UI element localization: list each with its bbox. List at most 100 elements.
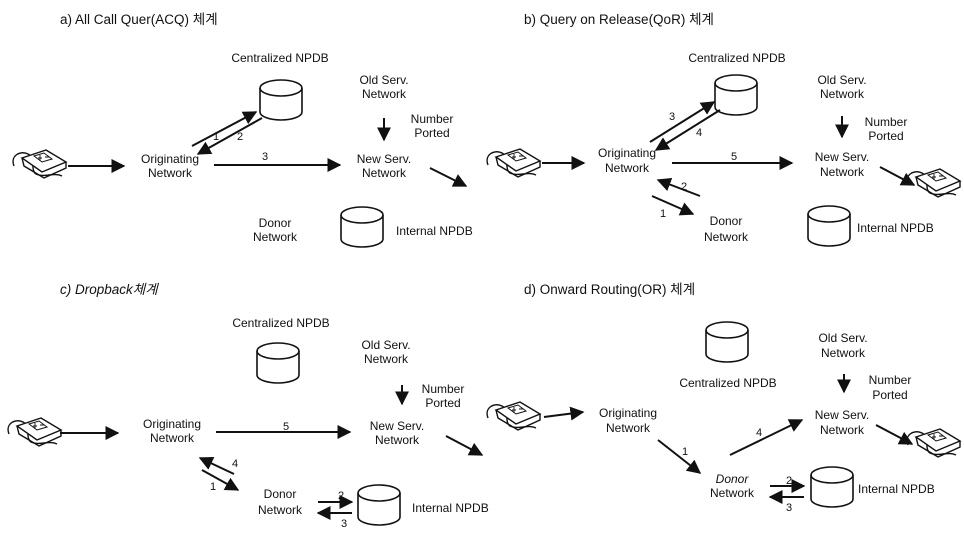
arrow-new-serv-out: [429, 167, 468, 187]
step-label-3: 3: [786, 502, 792, 514]
step-label-4: 4: [696, 127, 702, 139]
originating-network-label-line2: Network: [606, 421, 651, 435]
number-ported-label-line2: Ported: [868, 129, 903, 143]
step-label-2: 2: [237, 131, 243, 143]
internal-npdb-icon: [810, 466, 854, 508]
number-ported-label-line2: Ported: [872, 388, 907, 402]
step-label-1: 1: [682, 446, 688, 458]
new-serv-network-label-line1: New Serv.: [370, 419, 424, 433]
arrow-step-1: [191, 111, 258, 147]
centralized-npdb-icon: [256, 342, 300, 384]
new-serv-network-label-line2: Network: [362, 166, 407, 180]
centralized-npdb-label: Centralized NPDB: [232, 316, 329, 330]
telephone-icon: [12, 149, 67, 179]
arrow-step-2: [196, 117, 263, 155]
centralized-npdb-icon: [714, 74, 758, 116]
arrow-step-1: [651, 195, 695, 216]
arrow-step-1: [201, 469, 240, 491]
donor-network-label-line2: Network: [253, 230, 298, 244]
number-ported-label-line2: Ported: [414, 126, 449, 140]
new-serv-network-label-line2: Network: [820, 423, 865, 437]
arrow-new-serv-to-phone: [875, 424, 914, 445]
arrow-step-1: [657, 439, 702, 474]
arrow-step-2: [656, 177, 701, 197]
panel-c-title: c) Dropback체계: [60, 282, 159, 297]
originating-network-label-line2: Network: [148, 166, 193, 180]
panel-c: c) Dropback체계 Originating Network Centra…: [7, 282, 489, 530]
arrow-step-4: [654, 109, 721, 151]
number-ported-label-line1: Number: [411, 112, 454, 126]
donor-network-label-line2: Network: [258, 503, 303, 517]
arrow-step-4: [198, 457, 235, 475]
step-label-5: 5: [731, 151, 737, 163]
donor-network-label-line1: Donor: [710, 214, 743, 228]
step-label-2: 2: [786, 475, 792, 487]
number-ported-label-line2: Ported: [425, 396, 460, 410]
originating-network-label-line2: Network: [150, 431, 195, 445]
old-serv-network-label-line1: Old Serv.: [361, 338, 410, 352]
internal-npdb-icon: [340, 206, 384, 248]
new-serv-network-label-line2: Network: [375, 433, 420, 447]
step-label-3: 3: [341, 518, 347, 530]
arrow-step-3: [649, 101, 716, 143]
old-serv-network-label-line2: Network: [362, 87, 407, 101]
originating-network-label-line1: Originating: [598, 146, 656, 160]
step-label-2: 2: [681, 181, 687, 193]
step-label-2: 2: [338, 490, 344, 502]
donor-network-label-line2: Network: [710, 486, 755, 500]
step-label-4: 4: [232, 458, 238, 470]
internal-npdb-icon: [807, 205, 851, 247]
old-serv-network-label-line2: Network: [364, 352, 409, 366]
number-ported-label-line1: Number: [422, 382, 465, 396]
step-label-1: 1: [660, 208, 666, 220]
telephone-icon: [486, 401, 541, 431]
centralized-npdb-label: Centralized NPDB: [231, 51, 328, 65]
number-ported-label-line1: Number: [869, 373, 912, 387]
arrow-new-serv-to-phone: [879, 166, 916, 186]
step-label-3: 3: [262, 151, 268, 163]
centralized-npdb-icon: [705, 321, 749, 363]
number-ported-label-line1: Number: [865, 115, 908, 129]
new-serv-network-label-line1: New Serv.: [815, 150, 869, 164]
telephone-icon: [7, 417, 62, 447]
old-serv-network-label-line2: Network: [821, 346, 866, 360]
internal-npdb-label: Internal NPDB: [857, 221, 934, 235]
centralized-npdb-label: Centralized NPDB: [679, 376, 776, 390]
old-serv-network-label-line1: Old Serv.: [818, 331, 867, 345]
panel-a-title: a) All Call Quer(ACQ) 체계: [60, 12, 218, 27]
originating-network-label-line1: Originating: [143, 417, 201, 431]
telephone-icon: [906, 168, 961, 198]
originating-network-label-line1: Originating: [141, 152, 199, 166]
panel-d: d) Onward Routing(OR) 체계 Originating Net…: [486, 282, 961, 514]
donor-network-label-line1: Donor: [259, 216, 292, 230]
panel-b: b) Query on Release(QoR) 체계 Originating …: [486, 12, 961, 247]
step-label-3: 3: [669, 111, 675, 123]
internal-npdb-label: Internal NPDB: [412, 501, 489, 515]
telephone-icon: [486, 148, 541, 178]
donor-network-label-line1: Donor: [716, 472, 750, 486]
call-arrow-phone-to-originating: [543, 406, 585, 421]
panel-d-title: d) Onward Routing(OR) 체계: [524, 282, 695, 297]
arrow-new-serv-out: [445, 435, 484, 456]
centralized-npdb-label: Centralized NPDB: [688, 51, 785, 65]
internal-npdb-label: Internal NPDB: [396, 224, 473, 238]
old-serv-network-label-line1: Old Serv.: [359, 73, 408, 87]
step-label-1: 1: [213, 131, 219, 143]
centralized-npdb-icon: [259, 79, 303, 121]
arrow-step-4: [729, 419, 804, 456]
new-serv-network-label-line1: New Serv.: [815, 408, 869, 422]
step-label-5: 5: [283, 421, 289, 433]
old-serv-network-label-line2: Network: [820, 87, 865, 101]
panel-b-title: b) Query on Release(QoR) 체계: [524, 12, 714, 27]
donor-network-label-line1: Donor: [264, 487, 297, 501]
new-serv-network-label-line1: New Serv.: [357, 152, 411, 166]
donor-network-label-line2: Network: [704, 230, 749, 244]
panel-a: a) All Call Quer(ACQ) 체계 Originating Net…: [12, 12, 473, 248]
originating-network-label-line1: Originating: [599, 406, 657, 420]
originating-network-label-line2: Network: [605, 161, 650, 175]
internal-npdb-label: Internal NPDB: [858, 482, 935, 496]
old-serv-network-label-line1: Old Serv.: [817, 73, 866, 87]
telephone-icon: [906, 428, 961, 458]
internal-npdb-icon: [357, 484, 401, 526]
